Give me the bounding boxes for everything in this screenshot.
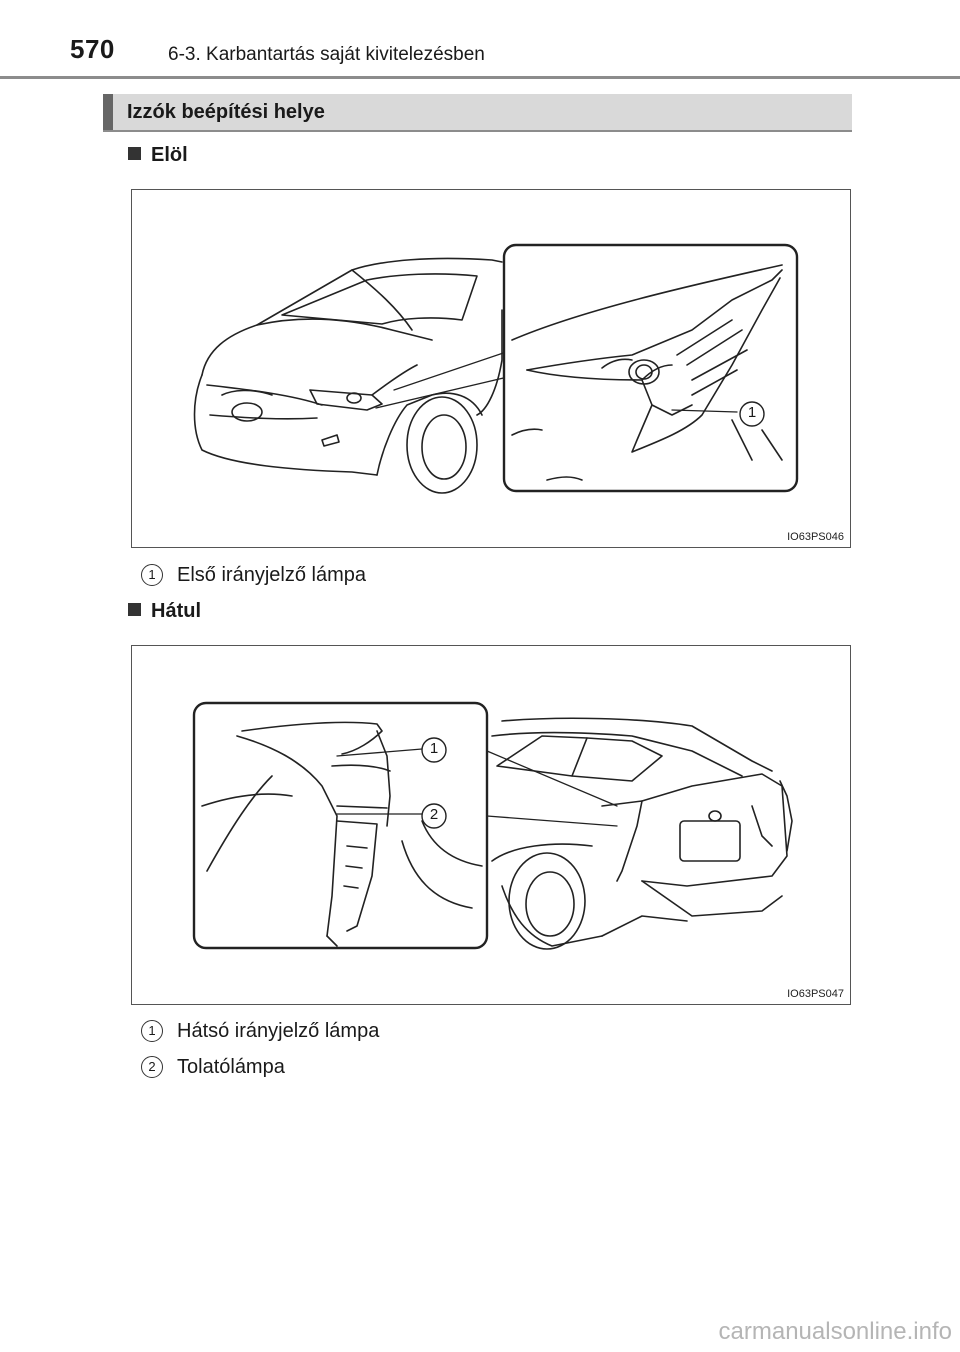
- section-title-bar: Izzók beépítési helye: [103, 94, 852, 132]
- front-callout-1: 1: [747, 404, 757, 421]
- rear-callout-1: 1: [429, 740, 439, 757]
- section-title: Izzók beépítési helye: [127, 101, 325, 123]
- rear-callout-2: 2: [429, 806, 439, 823]
- rear-car-drawing: [192, 701, 793, 950]
- front-legend-item-1: 1 Első irányjelző lámpa: [141, 564, 366, 587]
- legend-label: Hátsó irányjelző lámpa: [177, 1020, 380, 1042]
- rear-figure-code: IO63PS047: [787, 988, 844, 1000]
- front-heading: Elöl: [128, 144, 188, 167]
- square-bullet-icon: [128, 603, 141, 616]
- legend-label: Első irányjelző lámpa: [177, 564, 366, 586]
- front-figure-code: IO63PS046: [787, 531, 844, 543]
- page-number: 570: [70, 34, 115, 64]
- front-car-drawing: [193, 243, 799, 494]
- rear-heading: Hátul: [128, 600, 201, 623]
- rear-legend-item-2: 2 Tolatólámpa: [141, 1056, 285, 1079]
- legend-number-badge: 2: [141, 1056, 163, 1078]
- watermark: carmanualsonline.info: [718, 1318, 952, 1345]
- square-bullet-icon: [128, 147, 141, 160]
- front-heading-label: Elöl: [151, 144, 188, 166]
- legend-label: Tolatólámpa: [177, 1056, 285, 1078]
- legend-number-badge: 1: [141, 1020, 163, 1042]
- header-rule: [0, 76, 960, 79]
- section-accent: [103, 94, 113, 130]
- rear-illustration: 1 2 IO63PS047: [131, 645, 851, 1005]
- rear-heading-label: Hátul: [151, 600, 201, 622]
- front-illustration: 1 IO63PS046: [131, 189, 851, 548]
- rear-legend-item-1: 1 Hátsó irányjelző lámpa: [141, 1020, 379, 1043]
- chapter-title: 6-3. Karbantartás saját kivitelezésben: [168, 44, 485, 65]
- legend-number-badge: 1: [141, 564, 163, 586]
